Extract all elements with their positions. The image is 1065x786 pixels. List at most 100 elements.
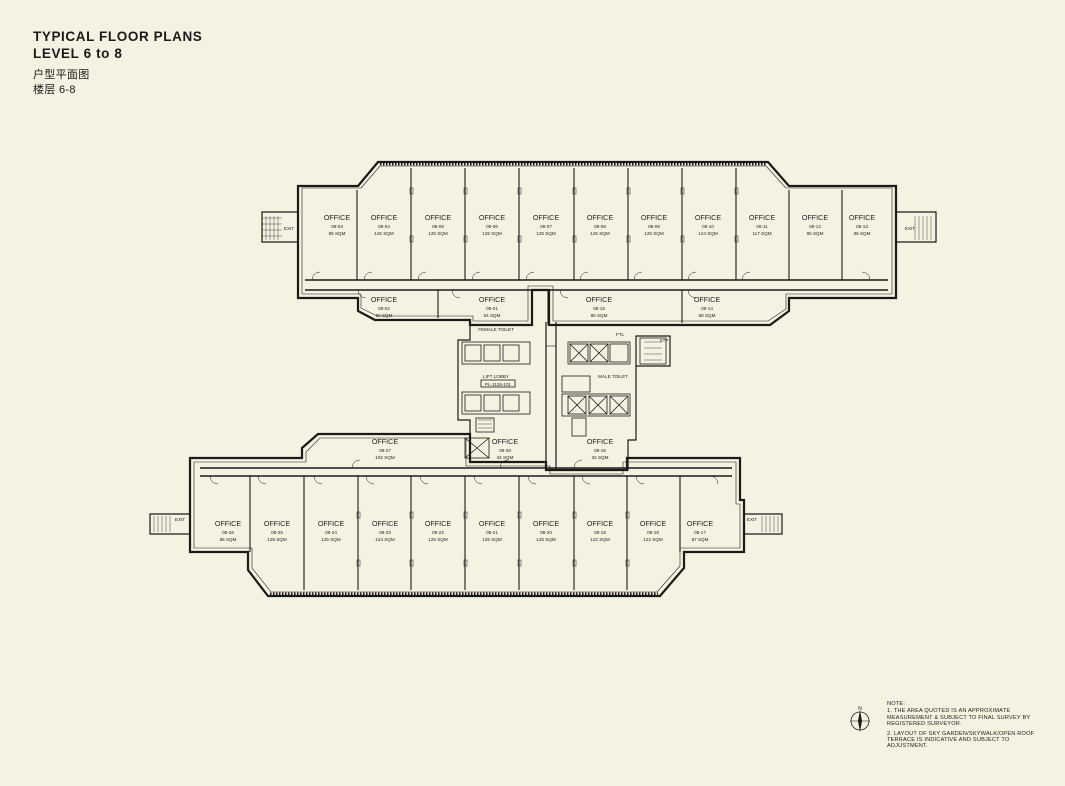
- exit-label-bottom-right: EXIT: [747, 517, 757, 522]
- unit-type: OFFICE: [318, 519, 345, 528]
- unit-number: 08-09: [648, 224, 660, 229]
- level-title: LEVEL 6 to 8: [33, 46, 123, 61]
- unit-number: 08-18: [647, 530, 659, 535]
- units-mid-bottom: OFFICE 08-27 102 SQM OFFICE 08-28 34 SQM…: [372, 437, 614, 460]
- unit-area: 117 SQM: [752, 231, 771, 236]
- unit-type: OFFICE: [479, 295, 506, 304]
- lift-code-label: PL-1126-101: [485, 382, 512, 387]
- units-bottom: OFFICE 08-26 86 SQM OFFICE 08-25 128 SQM…: [215, 519, 714, 542]
- unit-area: 95 SQM: [807, 231, 824, 236]
- unit-area: 122 SQM: [590, 537, 610, 542]
- unit-type: OFFICE: [372, 437, 399, 446]
- unit-type: OFFICE: [533, 213, 560, 222]
- unit-type: OFFICE: [264, 519, 291, 528]
- unit-number: 08-06: [486, 224, 498, 229]
- unit-number: 08-23: [379, 530, 391, 535]
- unit-area: 128 SQM: [267, 537, 287, 542]
- unit-area: 125 SQM: [482, 231, 502, 236]
- unit-type: OFFICE: [849, 213, 876, 222]
- exit-label-left: EXIT: [284, 226, 294, 231]
- unit-area: 125 SQM: [482, 537, 502, 542]
- unit-number: 08-27: [379, 448, 391, 453]
- unit-number: 08-15: [593, 306, 605, 311]
- stp-label: STP: [660, 338, 669, 343]
- unit-area: 87 SQM: [692, 537, 709, 542]
- notes: NOTE: 1. THE AREA QUOTED IS AN APPROXIMA…: [887, 701, 1037, 753]
- unit-area: 60 SQM: [376, 313, 393, 318]
- unit-area: 32 SQM: [592, 455, 609, 460]
- unit-area: 102 SQM: [375, 455, 395, 460]
- unit-area: 126 SQM: [374, 231, 394, 236]
- unit-number: 08-21: [486, 530, 498, 535]
- core-labels: FEMALE TOILET MALE TOILET LIFT LOBBY PL-…: [175, 226, 915, 522]
- unit-type: OFFICE: [587, 213, 614, 222]
- unit-area: 125 SQM: [428, 537, 448, 542]
- unit-area: 86 SQM: [329, 231, 346, 236]
- unit-area: 125 SQM: [428, 231, 448, 236]
- unit-area: 86 SQM: [854, 231, 871, 236]
- unit-number: 08-14: [701, 306, 713, 311]
- unit-number: 08-02: [378, 306, 390, 311]
- unit-number: 08-12: [809, 224, 821, 229]
- unit-number: 08-26: [222, 530, 234, 535]
- north-label: N: [858, 706, 862, 712]
- note-1: 1. THE AREA QUOTED IS AN APPROXIMATE MEA…: [887, 708, 1031, 728]
- unit-type: OFFICE: [324, 213, 351, 222]
- lift-lobby-label: LIFT LOBBY: [483, 374, 509, 379]
- unit-type: OFFICE: [425, 519, 452, 528]
- header: TYPICAL FLOOR PLANS LEVEL 6 to 8 户型平面图 楼…: [33, 28, 202, 98]
- unit-number: 08-20: [540, 530, 552, 535]
- ftl-label: FTL: [616, 332, 625, 337]
- page-title: TYPICAL FLOOR PLANS: [33, 29, 203, 44]
- unit-area: 86 SQM: [220, 537, 237, 542]
- unit-type: OFFICE: [492, 437, 519, 446]
- north-arrow-icon: N: [850, 706, 870, 732]
- unit-type: OFFICE: [372, 519, 399, 528]
- chinese-title: 户型平面图: [33, 69, 90, 81]
- unit-type: OFFICE: [371, 295, 398, 304]
- unit-number: 08-24: [325, 530, 337, 535]
- unit-area: 125 SQM: [644, 231, 664, 236]
- unit-number: 08-08: [594, 224, 606, 229]
- unit-type: OFFICE: [687, 519, 714, 528]
- unit-number: 08-07: [540, 224, 552, 229]
- unit-area: 68 SQM: [699, 313, 716, 318]
- exit-label-bottom-left: EXIT: [175, 517, 185, 522]
- unit-type: OFFICE: [587, 437, 614, 446]
- unit-area: 86 SQM: [591, 313, 608, 318]
- unit-type: OFFICE: [533, 519, 560, 528]
- notes-heading: NOTE:: [887, 701, 906, 707]
- note-2: 2. LAYOUT OF SKY GARDEN/SKYWALK/OPEN ROO…: [887, 730, 1035, 750]
- unit-type: OFFICE: [586, 295, 613, 304]
- unit-area: 124 SQM: [698, 231, 718, 236]
- unit-type: OFFICE: [641, 213, 668, 222]
- unit-area: 125 SQM: [536, 231, 556, 236]
- unit-number: 08-19: [594, 530, 606, 535]
- unit-number: 08-22: [432, 530, 444, 535]
- unit-type: OFFICE: [479, 213, 506, 222]
- unit-number: 08-13: [856, 224, 868, 229]
- units-mid-top: OFFICE 08-02 60 SQM OFFICE 08-01 54 SQM …: [371, 295, 721, 318]
- chinese-level: 楼层 6-8: [33, 84, 76, 96]
- unit-number: 08-28: [499, 448, 511, 453]
- unit-area: 122 SQM: [643, 537, 663, 542]
- unit-number: 08-11: [756, 224, 768, 229]
- units-top: OFFICE 08-03 86 SQM OFFICE 08-04 126 SQM…: [324, 213, 876, 236]
- unit-number: 08-04: [378, 224, 390, 229]
- unit-number: 08-25: [271, 530, 283, 535]
- unit-number: 08-16: [594, 448, 606, 453]
- unit-area: 34 SQM: [497, 455, 514, 460]
- unit-type: OFFICE: [802, 213, 829, 222]
- unit-number: 08-10: [702, 224, 714, 229]
- unit-type: OFFICE: [425, 213, 452, 222]
- unit-number: 08-03: [331, 224, 343, 229]
- unit-type: OFFICE: [587, 519, 614, 528]
- unit-area: 125 SQM: [321, 537, 341, 542]
- male-toilet-label: MALE TOILET: [598, 374, 628, 379]
- unit-number: 08-01: [486, 306, 498, 311]
- unit-type: OFFICE: [749, 213, 776, 222]
- unit-type: OFFICE: [640, 519, 667, 528]
- unit-area: 125 SQM: [590, 231, 610, 236]
- unit-area: 54 SQM: [484, 313, 501, 318]
